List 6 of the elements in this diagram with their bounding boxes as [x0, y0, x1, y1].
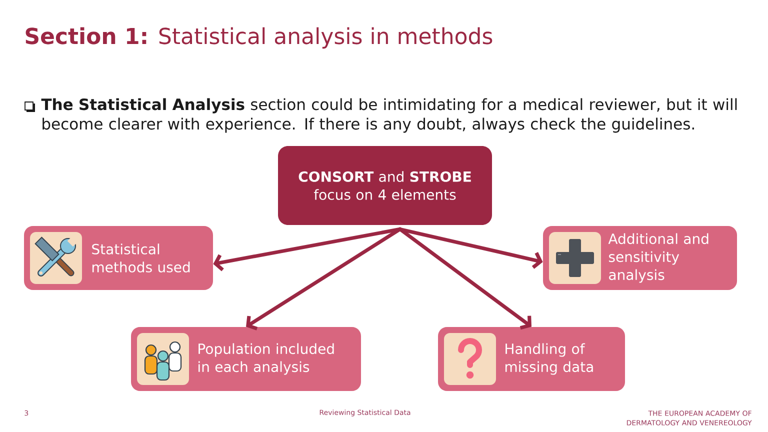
arrow: [398, 227, 532, 330]
title: Section 1: Statistical analysis in methods: [26, 27, 492, 49]
arrow: [213, 227, 402, 272]
arrow: [246, 227, 402, 330]
arrow: [398, 227, 543, 269]
heading-box: CONSORT and STROBE focus on 4 elements: [278, 146, 492, 225]
